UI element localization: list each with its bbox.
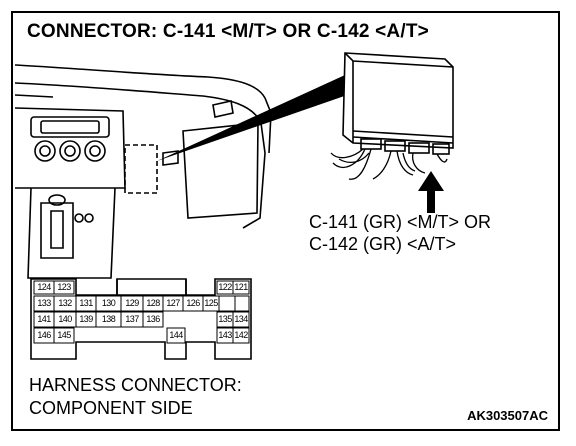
pin-125: 125	[204, 298, 218, 308]
climate-knob-left	[34, 140, 56, 162]
audio-unit	[30, 116, 110, 138]
pin-124: 124	[37, 282, 51, 292]
pin-136: 136	[146, 314, 160, 324]
connector-pin-grid	[33, 280, 250, 344]
pin-137: 137	[125, 314, 139, 324]
shift-knob	[48, 194, 66, 206]
diagram-frame: CONNECTOR: C-141 <M/T> OR C-142 <A/T>	[11, 11, 560, 431]
pin-126: 126	[186, 298, 200, 308]
ecu-location-marker	[124, 144, 158, 194]
connector-face	[30, 278, 252, 360]
center-stack	[14, 107, 126, 189]
pin-138: 138	[101, 314, 116, 324]
pin-144: 144	[169, 330, 183, 340]
dash-lower-line	[14, 82, 262, 124]
connector-callout-line1: C-141 (GR) <M/T> OR	[309, 212, 492, 232]
floor-console	[27, 187, 116, 279]
footer-line1: HARNESS CONNECTOR:	[29, 375, 242, 395]
footer-line2: COMPONENT SIDE	[29, 398, 193, 418]
pin-146: 146	[37, 330, 51, 340]
pin-130: 130	[101, 298, 116, 308]
ecu-unit	[342, 52, 454, 155]
wire-harness	[330, 148, 448, 180]
pin-132: 132	[58, 298, 72, 308]
pin-128: 128	[146, 298, 160, 308]
pin-142: 142	[234, 330, 248, 340]
pin-127: 127	[166, 298, 180, 308]
pin-133: 133	[37, 298, 51, 308]
pin-134: 134	[234, 314, 248, 324]
leader-wedge	[157, 75, 353, 161]
pin-139: 139	[79, 314, 93, 324]
pin-122: 122	[218, 282, 232, 292]
pin-141: 141	[37, 314, 51, 324]
pin-129: 129	[125, 298, 139, 308]
dash-top-line	[14, 64, 266, 99]
connector-arrow	[418, 171, 444, 213]
connector-callout-line2: C-142 (GR) <A/T>	[309, 234, 457, 254]
vehicle-illustration	[14, 52, 454, 360]
figure-code: AK303507AC	[467, 408, 548, 423]
glove-box	[182, 122, 259, 219]
pin-143: 143	[218, 330, 232, 340]
climate-knob-right	[84, 140, 106, 162]
pin-135: 135	[218, 314, 232, 324]
pin-145: 145	[57, 330, 71, 340]
pin-121: 121	[234, 282, 248, 292]
pin-123: 123	[57, 282, 71, 292]
dash-right-edge	[242, 122, 266, 229]
pin-131: 131	[79, 298, 93, 308]
climate-knob-center	[59, 140, 81, 162]
diagram-title: CONNECTOR: C-141 <M/T> OR C-142 <A/T>	[27, 21, 429, 42]
pin-140: 140	[58, 314, 72, 324]
